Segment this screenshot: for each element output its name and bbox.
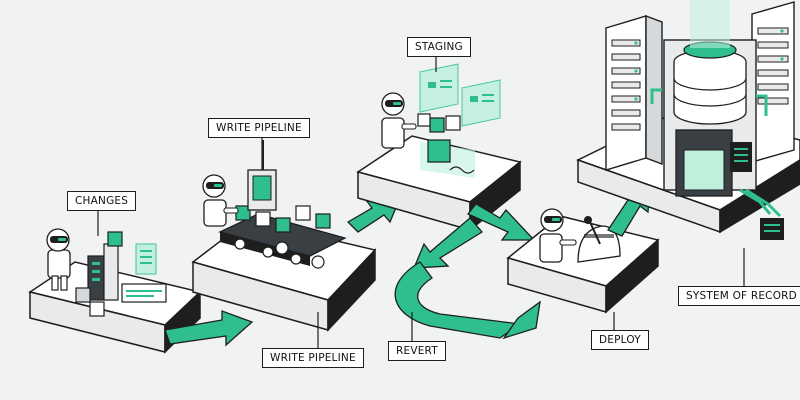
flow-arrow-icon [466,203,536,241]
label-staging: STAGING [407,37,471,57]
label-connectors [97,54,745,348]
server-rack-icon [751,1,795,163]
revert-loop-path [394,261,522,339]
revert-loop-arrow [413,217,483,269]
flow-arrow-icon [502,300,541,340]
conveyor-belt-icon [218,140,347,269]
staging-display-icon [417,63,501,178]
label-revert: REVERT [388,341,446,361]
robot-icon [381,92,417,149]
flow-arrow-icon [164,310,254,347]
label-deploy: DEPLOY [591,330,649,350]
label-system-of-record: SYSTEM OF RECORD [678,286,800,306]
platform-deploy [506,215,660,314]
cube-icon [75,231,167,317]
label-write-pipeline-bottom: WRITE PIPELINE [262,348,364,368]
robot-icon [46,228,71,291]
lever-icon [577,216,621,263]
robot-icon [202,174,239,227]
label-write-pipeline-top: WRITE PIPELINE [208,118,310,138]
label-changes: CHANGES [67,191,137,211]
server-rack-icon [605,14,663,171]
database-cylinder-icon [650,0,784,240]
robot-icon [539,208,577,263]
